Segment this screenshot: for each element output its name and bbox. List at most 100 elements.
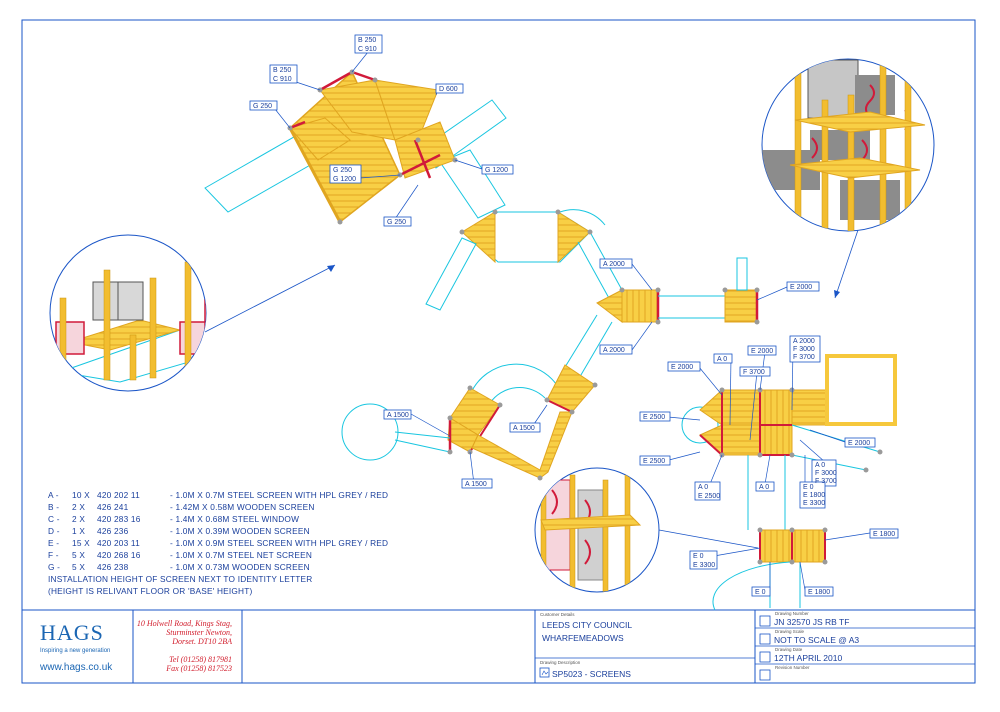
scale-icon [759,633,771,645]
customer-name: LEEDS CITY COUNCIL [542,620,632,630]
label-r8: E 2500 [643,414,665,421]
lower-left-structure [341,363,598,481]
sheet-border [21,19,976,684]
drawing-scale: NOT TO SCALE @ A3 [774,635,859,645]
label-r6: F 3700 [793,354,815,361]
telephone: Tel (01258) 817981 [169,655,232,664]
svg-text:10 X: 10 X [72,490,90,500]
scale-caption: Drawing Scale [775,629,805,634]
svg-text:C -: C - [48,514,60,524]
fax: Fax (01258) 817523 [165,664,232,673]
svg-text:420 283 16: 420 283 16 [97,514,141,524]
label-r13: F 3700 [815,478,837,485]
label-r21: E 0 [693,553,704,560]
svg-text:- 1.0M X 0.9M STEEL SCREEN WIT: - 1.0M X 0.9M STEEL SCREEN WITH HPL GREY… [170,538,388,548]
website-link[interactable]: www.hags.co.uk [39,662,113,673]
screen-legend: A - 10 X 420 202 11 - 1.0M X 0.7M STEEL … [48,490,388,596]
label-b3: A 1500 [465,481,487,488]
detail-view-top-right [761,58,935,299]
label-r7: F 3700 [743,369,765,376]
legend-row: D - 1 X 426 236 - 1.0M X 0.39M WOODEN SC… [48,526,310,536]
legend-note-2: (HEIGHT IS RELIVANT FLOOR OR 'BASE' HEIG… [48,586,253,596]
svg-text:1 X: 1 X [72,526,85,536]
legend-row: B - 2 X 426 241 - 1.42M X 0.58M WOODEN S… [48,502,314,512]
svg-text:E -: E - [48,538,59,548]
legend-note-1: INSTALLATION HEIGHT OF SCREEN NEXT TO ID… [48,574,312,584]
legend-row: C - 2 X 420 283 16 - 1.4M X 0.68M STEEL … [48,514,299,524]
label-m1: A 2000 [603,261,625,268]
drawing-description: SP5023 - SCREENS [552,669,631,679]
date-caption: Drawing Date [775,647,803,652]
svg-text:G -: G - [48,562,60,572]
description-caption: Drawing Description [540,660,581,665]
label-r16: A 0 [759,484,769,491]
customer-site: WHARFEMEADOWS [542,633,624,643]
callout-labels: B 250 C 910 B 250 C 910 G 250 D 600 G 25… [249,34,899,597]
svg-text:2 X: 2 X [72,514,85,524]
label-r18: E 1800 [803,492,825,499]
drawing-number: JN 32570 JS RB TF [774,617,849,627]
label-r3: E 2000 [751,348,773,355]
top-structure [204,69,507,225]
address-line-2: Sturminster Newton, [166,628,232,637]
svg-text:5 X: 5 X [72,562,85,572]
label-r15: E 2500 [698,493,720,500]
svg-text:B -: B - [48,502,59,512]
svg-text:426 236: 426 236 [97,526,129,536]
number-icon [759,615,771,627]
revision-icon [759,669,771,681]
label-m3: E 2000 [790,284,812,291]
label-r17: E 0 [803,484,814,491]
svg-text:- 1.0M X 0.7M STEEL NET SCREEN: - 1.0M X 0.7M STEEL NET SCREEN [170,550,312,560]
svg-text:2 X: 2 X [72,502,85,512]
svg-text:A -: A - [48,490,59,500]
address-line-1: 10 Holwell Road, Kings Stag, [137,619,232,628]
label-r11: A 0 [815,462,825,469]
label-t3: B 250 [273,67,291,74]
svg-text:426 241: 426 241 [97,502,129,512]
address-line-3: Dorset. DT10 2BA [171,637,232,646]
label-t5: G 250 [253,103,272,110]
calendar-icon [759,651,771,663]
hags-logo: HAGS [40,620,104,645]
legend-row: E - 15 X 420 203 11 - 1.0M X 0.9M STEEL … [48,538,388,548]
label-b2: A 1500 [513,425,535,432]
label-r20: E 1800 [873,531,895,538]
label-t10: G 250 [387,219,406,226]
svg-text:420 203 11: 420 203 11 [97,538,140,548]
label-r23: E 0 [755,589,766,596]
legend-row: A - 10 X 420 202 11 - 1.0M X 0.7M STEEL … [48,490,388,500]
svg-text:- 1.4M X 0.68M STEEL WINDOW: - 1.4M X 0.68M STEEL WINDOW [170,514,299,524]
customer-caption: Customer Details [540,612,575,617]
detail-view-left [49,234,336,392]
middle-structure [425,209,760,381]
label-r22: E 3300 [693,562,715,569]
drawing-date: 12TH APRIL 2010 [774,653,842,663]
label-t8: G 1200 [333,176,356,183]
label-t4: C 910 [273,76,292,83]
svg-text:- 1.0M X 0.39M WOODEN SCREEN: - 1.0M X 0.39M WOODEN SCREEN [170,526,310,536]
svg-text:- 1.0M X 0.73M WOODEN SCREEN: - 1.0M X 0.73M WOODEN SCREEN [170,562,310,572]
svg-text:426 238: 426 238 [97,562,129,572]
label-t6: D 600 [439,86,458,93]
label-r4: A 2000 [793,338,815,345]
hags-tagline: Inspiring a new generation [40,648,110,654]
svg-text:15 X: 15 X [72,538,90,548]
legend-row: F - 5 X 420 268 16 - 1.0M X 0.7M STEEL N… [48,550,312,560]
svg-text:420 268 16: 420 268 16 [97,550,141,560]
label-b1: A 1500 [387,412,409,419]
svg-text:5 X: 5 X [72,550,85,560]
legend-row: G - 5 X 426 238 - 1.0M X 0.73M WOODEN SC… [48,562,310,572]
description-icon [539,667,550,678]
label-r10: E 2500 [643,458,665,465]
title-block: HAGS Inspiring a new generation www.hags… [39,610,975,683]
label-r19: E 3300 [803,500,825,507]
label-r14: A 0 [698,484,708,491]
number-caption: Drawing Number [775,611,809,616]
label-t9: G 1200 [485,167,508,174]
label-r12: F 3000 [815,470,837,477]
svg-text:F -: F - [48,550,59,560]
detail-view-bottom-right [534,467,759,593]
